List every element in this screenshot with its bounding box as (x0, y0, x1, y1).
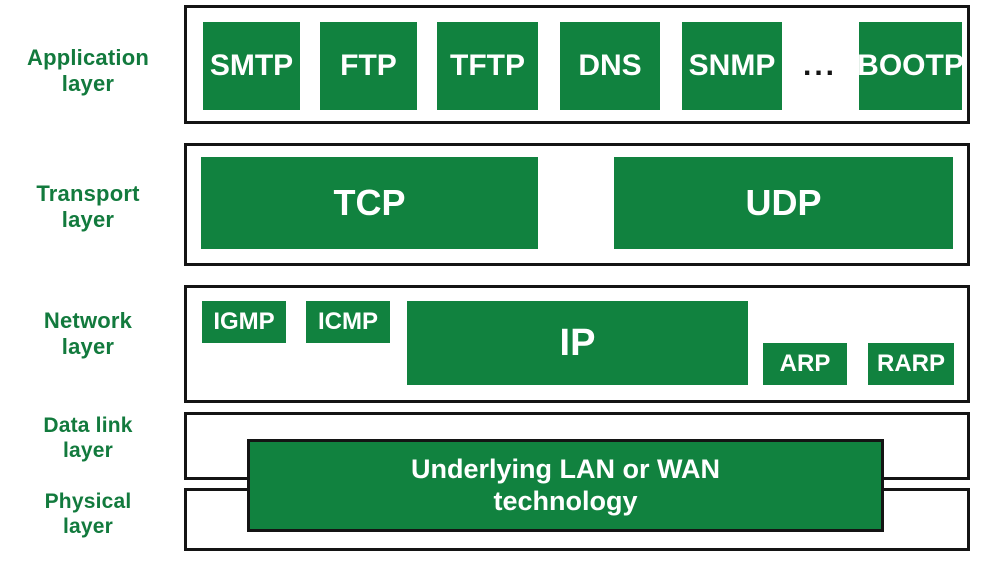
underlying-lan-wan-box[interactable]: Underlying LAN or WAN technology (247, 439, 884, 532)
protocol-box-tftp[interactable]: TFTP (437, 22, 538, 110)
layer-label-transport: Transport layer (0, 181, 176, 233)
protocol-box-smtp[interactable]: SMTP (203, 22, 300, 110)
layer-label-physical-line2: layer (62, 514, 114, 538)
protocol-box-igmp[interactable]: IGMP (202, 301, 286, 343)
layer-label-datalink-line2: layer (62, 438, 114, 462)
layer-label-datalink: Data link layer (0, 414, 176, 464)
layer-label-application-line2: layer (61, 70, 115, 96)
layer-label-physical-line1: Physical (44, 490, 132, 513)
protocol-box-udp[interactable]: UDP (614, 157, 953, 249)
protocol-box-icmp[interactable]: ICMP (306, 301, 390, 343)
protocol-box-ip[interactable]: IP (407, 301, 748, 385)
protocol-box-dns[interactable]: DNS (560, 22, 660, 110)
layer-label-network-line2: layer (61, 333, 115, 359)
protocol-box-bootp[interactable]: BOOTP (857, 22, 964, 110)
layer-label-network: Network layer (0, 308, 176, 360)
underlying-lan-wan-line1: Underlying LAN or WAN (411, 454, 720, 485)
layer-label-application: Application layer (0, 45, 176, 97)
layer-label-physical: Physical layer (0, 490, 176, 540)
application-protocols-ellipsis: ... (802, 49, 837, 82)
protocol-box-ftp[interactable]: FTP (320, 22, 417, 110)
protocol-box-rarp[interactable]: RARP (868, 343, 954, 385)
layer-label-transport-line1: Transport (36, 181, 140, 206)
protocol-box-snmp[interactable]: SNMP (682, 22, 782, 110)
layer-label-network-line1: Network (43, 308, 133, 333)
layer-label-application-line1: Application (27, 45, 149, 70)
layer-label-datalink-line1: Data link (43, 414, 133, 437)
layer-label-transport-line2: layer (61, 206, 115, 232)
underlying-lan-wan-line2: technology (493, 485, 638, 516)
protocol-box-arp[interactable]: ARP (763, 343, 847, 385)
protocol-box-tcp[interactable]: TCP (201, 157, 538, 249)
